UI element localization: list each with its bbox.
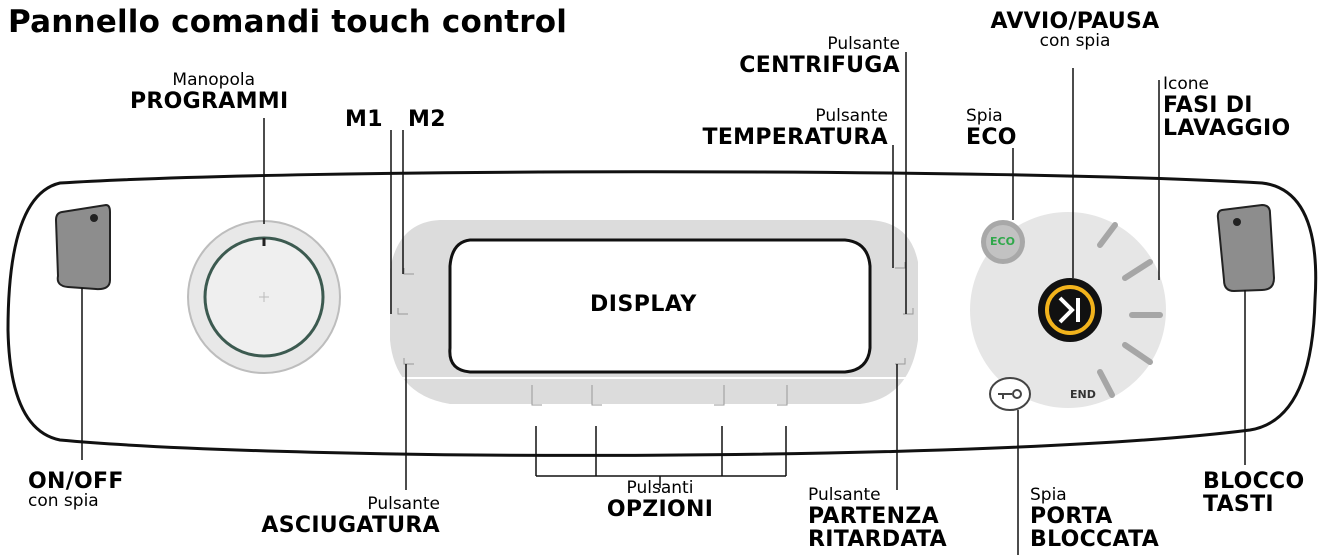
label-porta-bloccata: Spia PORTA BLOCCATA <box>1030 485 1160 552</box>
label-blocco-tasti: BLOCCO TASTI <box>1203 469 1305 518</box>
label-fasi-lavaggio: Icone FASI DI LAVAGGIO <box>1163 74 1291 141</box>
label-on-off: ON/OFF con spia <box>28 469 124 512</box>
leader-lines <box>81 52 1246 555</box>
label-avvio-pausa: AVVIO/PAUSA con spia <box>990 9 1160 52</box>
label-partenza-ritardata: Pulsante PARTENZA RITARDATA <box>808 485 947 552</box>
display-screen <box>448 238 872 374</box>
label-eco: Spia ECO <box>966 106 1017 150</box>
page-title: Pannello comandi touch control <box>8 4 568 40</box>
blocco-tasti-led <box>1233 218 1241 226</box>
on-off-button <box>54 203 111 291</box>
eco-badge-text: ECO <box>990 235 1015 248</box>
label-opzioni: Pulsanti OPZIONI <box>606 478 714 522</box>
end-label: END <box>1070 388 1096 401</box>
on-off-led <box>90 214 98 222</box>
blocco-tasti-button <box>1216 203 1276 293</box>
display-label: DISPLAY <box>590 292 697 317</box>
label-m1: M1 <box>345 107 383 132</box>
label-centrifuga: Pulsante CENTRIFUGA <box>739 34 900 78</box>
label-asciugatura: Pulsante ASCIUGATURA <box>261 494 440 538</box>
wash-phase-icons <box>1097 222 1163 398</box>
label-temperatura: Pulsante TEMPERATURA <box>702 106 888 150</box>
label-m2: M2 <box>408 107 446 132</box>
label-programmi: Manopola PROGRAMMI <box>130 70 289 114</box>
